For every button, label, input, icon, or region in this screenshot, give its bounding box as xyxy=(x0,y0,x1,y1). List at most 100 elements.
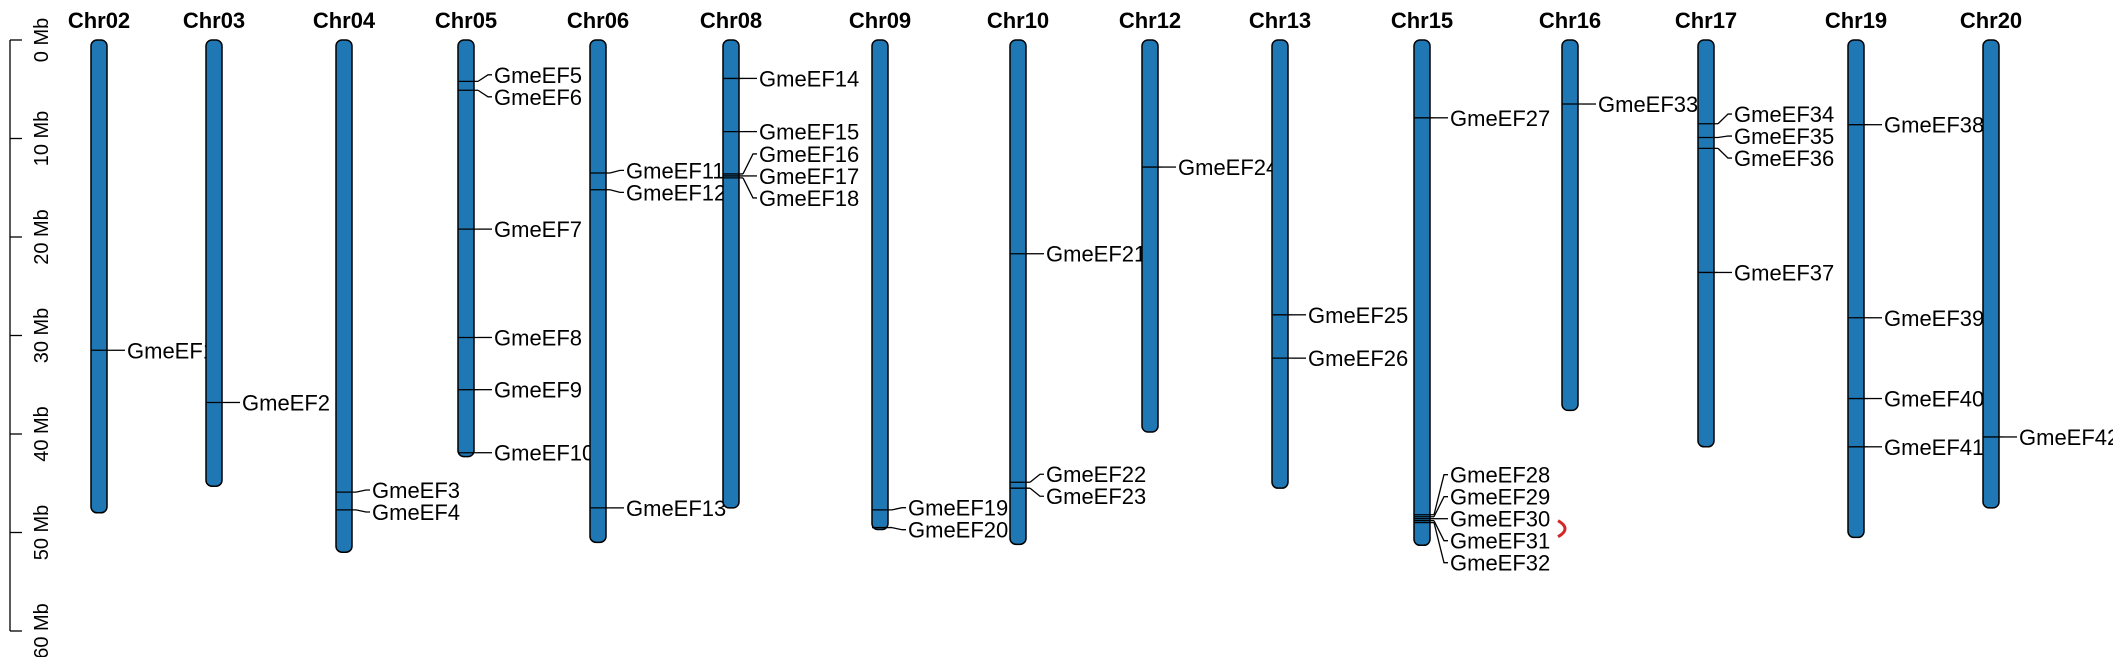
chromosome-label: Chr20 xyxy=(1960,8,2022,33)
gene-label: GmeEF12 xyxy=(626,180,726,205)
gene-label: GmeEF4 xyxy=(372,500,460,525)
tandem-duplication-link xyxy=(1557,519,1567,539)
chromosome-bar xyxy=(722,39,740,509)
chromosome-bar xyxy=(90,39,108,514)
chromosome-label: Chr19 xyxy=(1825,8,1887,33)
chromosome-bar xyxy=(1413,39,1431,547)
chromosome-bar xyxy=(1982,39,2000,509)
gene-label: GmeEF39 xyxy=(1884,306,1984,331)
axis-tick-label: 60 Mb xyxy=(31,603,53,657)
axis-tick-label: 10 Mb xyxy=(31,111,53,167)
gene-label: GmeEF15 xyxy=(759,120,859,145)
gene-connector xyxy=(477,74,492,82)
chromosome-bar xyxy=(871,39,889,531)
chromosome-bar xyxy=(1009,39,1027,546)
chromosome-bar xyxy=(1847,39,1865,539)
gene-connector xyxy=(355,509,370,513)
gene-label: GmeEF33 xyxy=(1598,92,1698,117)
chromosome-bar xyxy=(1271,39,1289,489)
chromosome-label: Chr04 xyxy=(313,8,376,33)
chromosome-bar xyxy=(335,39,353,553)
chromosome-chr15: Chr15GmeEF27GmeEF28GmeEF29GmeEF30GmeEF31… xyxy=(1391,8,1550,576)
gene-label: GmeEF40 xyxy=(1884,387,1984,412)
gene-connector xyxy=(1433,522,1448,564)
gene-connector xyxy=(609,189,624,193)
gene-connector xyxy=(1433,474,1448,515)
chromosome-label: Chr16 xyxy=(1539,8,1601,33)
gene-label: GmeEF9 xyxy=(494,378,582,403)
gene-label: GmeEF38 xyxy=(1884,113,1984,138)
gene-label: GmeEF25 xyxy=(1308,303,1408,328)
gene-label: GmeEF7 xyxy=(494,217,582,242)
gene-connector xyxy=(1717,135,1732,139)
gene-label: GmeEF20 xyxy=(908,518,1008,543)
axis-tick-label: 20 Mb xyxy=(31,209,53,265)
gene-connector xyxy=(742,153,757,175)
gene-connector xyxy=(609,169,624,174)
gene-label: GmeEF16 xyxy=(759,142,859,167)
axis-tick-label: 30 Mb xyxy=(31,308,53,364)
chromosome-label: Chr13 xyxy=(1249,8,1311,33)
gene-label: GmeEF29 xyxy=(1450,485,1550,510)
chromosome-label: Chr08 xyxy=(700,8,762,33)
gene-label: GmeEF32 xyxy=(1450,551,1550,576)
gene-label: GmeEF10 xyxy=(494,441,594,466)
gene-connector xyxy=(1029,487,1044,497)
gene-connector xyxy=(742,177,757,199)
chromosome-bar xyxy=(1697,39,1715,448)
gene-label: GmeEF36 xyxy=(1734,146,1834,171)
chromosome-bar xyxy=(1141,39,1159,433)
gene-label: GmeEF27 xyxy=(1450,106,1550,131)
gene-connector xyxy=(1717,113,1732,125)
gene-label: GmeEF17 xyxy=(759,164,859,189)
gene-label: GmeEF3 xyxy=(372,478,460,503)
gene-label: GmeEF8 xyxy=(494,325,582,350)
chromosome-chr05: Chr05GmeEF5GmeEF6GmeEF7GmeEF8GmeEF9GmeEF… xyxy=(435,8,594,466)
chromosome-bar xyxy=(457,39,475,458)
gene-label: GmeEF28 xyxy=(1450,463,1550,488)
chromosome-label: Chr10 xyxy=(987,8,1049,33)
chromosome-group: Chr02GmeEF1Chr03GmeEF2Chr04GmeEF3GmeEF4C… xyxy=(68,8,2113,576)
gene-label: GmeEF11 xyxy=(626,158,725,183)
gene-label: GmeEF26 xyxy=(1308,346,1408,371)
gene-connector xyxy=(355,489,370,493)
gene-label: GmeEF42 xyxy=(2019,425,2113,450)
gene-connector xyxy=(1029,473,1044,483)
gene-label: GmeEF14 xyxy=(759,66,859,91)
chromosome-bar xyxy=(205,39,223,487)
chromosome-label: Chr06 xyxy=(567,8,629,33)
gene-label: GmeEF34 xyxy=(1734,102,1834,127)
chromosome-label: Chr15 xyxy=(1391,8,1453,33)
gene-label: GmeEF13 xyxy=(626,496,726,521)
chromosome-label: Chr03 xyxy=(183,8,245,33)
gene-label: GmeEF1 xyxy=(127,338,215,363)
chromosome-label: Chr17 xyxy=(1675,8,1737,33)
gene-label: GmeEF5 xyxy=(494,63,582,88)
gene-label: GmeEF2 xyxy=(242,390,330,415)
gene-label: GmeEF23 xyxy=(1046,484,1146,509)
axis-tick-label: 50 Mb xyxy=(31,505,53,561)
gene-connector xyxy=(1717,147,1732,159)
gene-connector xyxy=(1433,520,1448,542)
gene-label: GmeEF18 xyxy=(759,186,859,211)
axis-tick-label: 0 Mb xyxy=(31,18,53,62)
chromosome-label: Chr12 xyxy=(1119,8,1181,33)
gene-label: GmeEF31 xyxy=(1450,529,1550,554)
chromosome-label: Chr02 xyxy=(68,8,130,33)
chromosome-bar xyxy=(589,39,607,544)
gene-label: GmeEF41 xyxy=(1884,435,1984,460)
gene-label: GmeEF24 xyxy=(1178,155,1278,180)
